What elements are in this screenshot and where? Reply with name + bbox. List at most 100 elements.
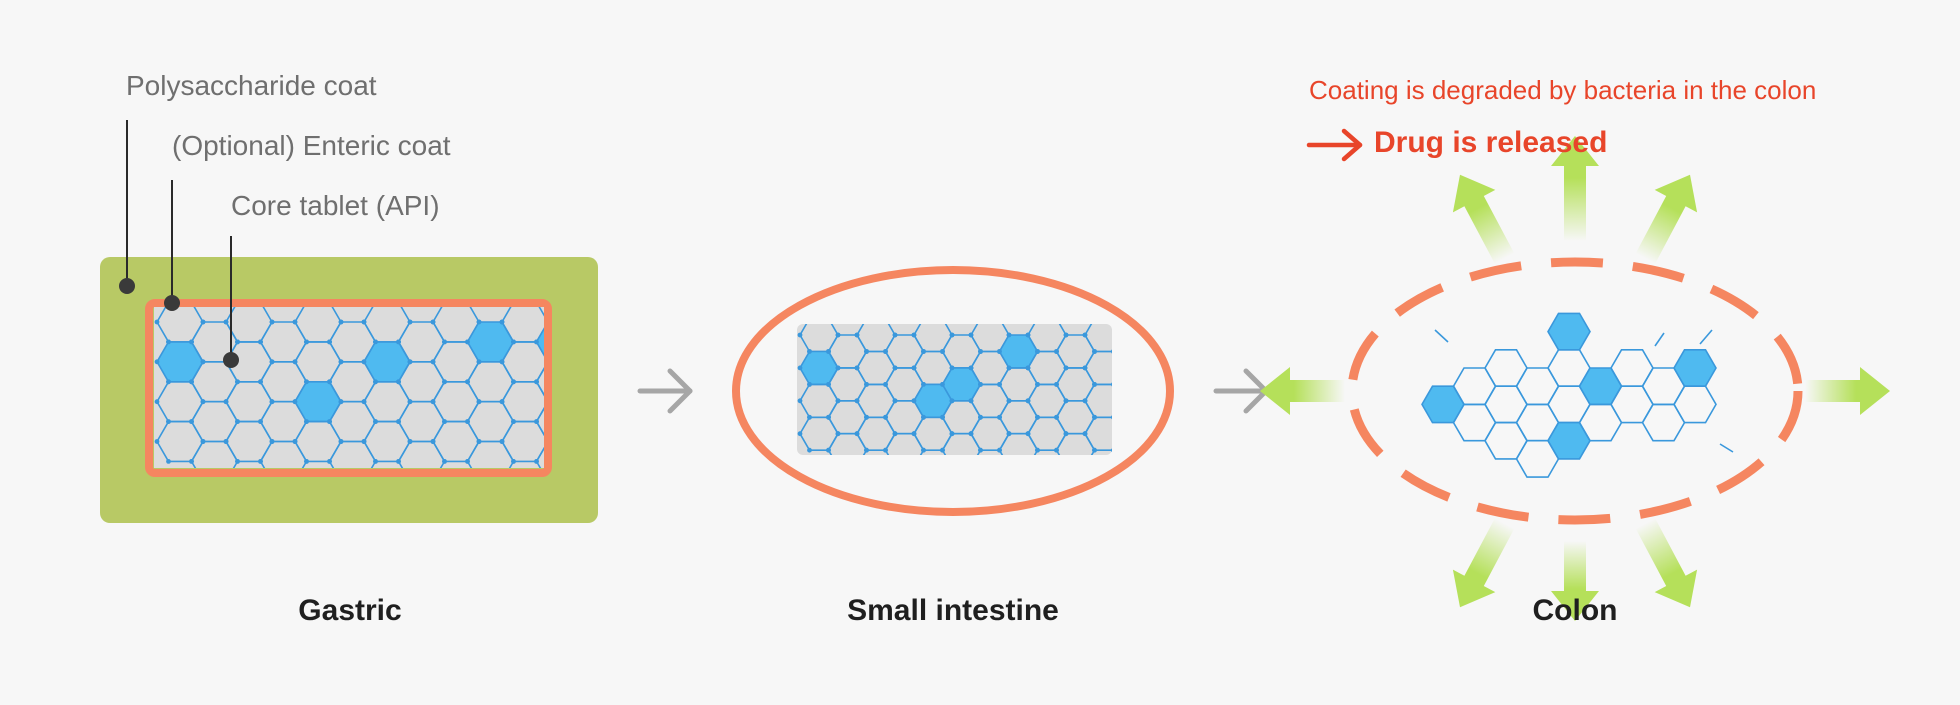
- atom-dot: [892, 365, 898, 371]
- atom-dot: [1121, 431, 1126, 436]
- atom-dot: [396, 379, 401, 385]
- atom-dot: [997, 316, 1002, 321]
- molecule-ring: [1484, 421, 1528, 460]
- atom-dot: [912, 464, 917, 469]
- atom-dot: [189, 459, 194, 464]
- atom-dot: [1025, 431, 1031, 437]
- atom-dot: [1206, 415, 1211, 420]
- degraded-coat-ring: [1347, 257, 1803, 525]
- gastric-tablet: [100, 257, 620, 523]
- atom-dot: [1178, 431, 1183, 436]
- atom-dot: [797, 332, 803, 338]
- atom-dot: [465, 379, 470, 385]
- atom-dot: [407, 319, 413, 325]
- atom-dot: [1121, 398, 1126, 403]
- atom-dot: [1149, 448, 1154, 453]
- atom-dot: [1168, 448, 1173, 453]
- atom-dot: [189, 379, 194, 385]
- atom-dot: [154, 439, 160, 444]
- atom-dot: [911, 431, 917, 437]
- atom-dot: [166, 379, 171, 385]
- atom-dot: [534, 459, 539, 464]
- atom-dot: [1111, 316, 1116, 321]
- atom-dot: [373, 459, 378, 464]
- atom-dot: [430, 319, 436, 325]
- atom-dot: [1007, 464, 1012, 469]
- atom-dot: [292, 359, 298, 365]
- atom-dot: [921, 382, 926, 387]
- atom-dot: [1168, 316, 1173, 321]
- molecule-ring: [1641, 403, 1686, 442]
- release-arrow: [1635, 174, 1698, 264]
- label-core-tablet: Core tablet (API): [231, 190, 440, 221]
- atom-dot: [1121, 398, 1126, 403]
- leader-dots: [119, 278, 239, 368]
- atom-dot: [1149, 382, 1154, 387]
- atom-dot: [1140, 431, 1145, 436]
- atom-dot: [615, 359, 620, 364]
- atom-dot: [1149, 415, 1154, 420]
- atom-dot: [200, 399, 206, 405]
- atom-dot: [940, 447, 945, 453]
- atom-dot: [373, 419, 378, 424]
- atom-dot: [189, 419, 194, 424]
- atom-dot: [166, 339, 171, 345]
- atom-dot: [476, 319, 482, 325]
- atom-dot: [1178, 366, 1183, 371]
- atom-dot: [1121, 366, 1126, 371]
- release-note-line1: Coating is degraded by bacteria in the c…: [1309, 75, 1817, 105]
- atom-dot: [338, 359, 344, 365]
- label-enteric-coat: (Optional) Enteric coat: [172, 130, 451, 161]
- enteric-coat: [145, 299, 552, 477]
- atom-dot: [476, 359, 482, 365]
- atom-dot: [1035, 316, 1040, 321]
- atom-dot: [304, 459, 309, 464]
- atom-dot: [304, 339, 309, 345]
- atom-dot: [949, 332, 955, 338]
- atom-dot: [511, 339, 516, 345]
- release-arrow: [1635, 518, 1698, 608]
- atom-dot: [864, 316, 869, 321]
- atom-dot: [949, 431, 955, 437]
- atom-dot: [407, 399, 413, 405]
- atom-dot: [189, 339, 194, 345]
- atom-dot: [1006, 398, 1012, 404]
- atom-dot: [807, 349, 812, 354]
- atom-dot: [883, 349, 888, 354]
- atom-dot: [1121, 366, 1126, 371]
- atom-dot: [292, 319, 298, 325]
- caption-small-intestine: Small intestine: [847, 594, 1059, 627]
- atom-dot: [949, 398, 955, 404]
- molecule-filled: [1673, 348, 1717, 388]
- molecule-filled: [1547, 312, 1591, 351]
- release-arrows: [1260, 136, 1890, 621]
- atom-dot: [1025, 365, 1031, 371]
- atom-dot: [407, 439, 413, 444]
- atom-dot: [1140, 431, 1145, 436]
- atom-dot: [1197, 431, 1202, 436]
- atom-dot: [968, 365, 974, 371]
- atom-dot: [1035, 414, 1040, 420]
- atom-dot: [854, 332, 860, 338]
- atom-dot: [997, 447, 1002, 453]
- atom-dot: [442, 459, 447, 464]
- atom-dot: [1149, 415, 1154, 420]
- release-arrow: [1260, 367, 1345, 415]
- molecule-ring: [1171, 368, 1209, 401]
- atom-dot: [1168, 349, 1173, 354]
- atom-dot: [1054, 414, 1059, 420]
- atom-dot: [292, 439, 298, 444]
- molecule-ring: [1484, 348, 1528, 388]
- atom-dot: [200, 359, 206, 365]
- atom-dot: [1121, 431, 1126, 436]
- atom-dot: [269, 319, 275, 325]
- atom-dot: [892, 431, 898, 437]
- atom-dot: [864, 414, 869, 420]
- atom-dot: [921, 414, 926, 420]
- atom-dot: [1111, 415, 1112, 420]
- bond-line: [1654, 332, 1665, 347]
- atom-dot: [258, 459, 263, 464]
- atom-dot: [269, 399, 275, 405]
- atom-dot: [797, 398, 803, 404]
